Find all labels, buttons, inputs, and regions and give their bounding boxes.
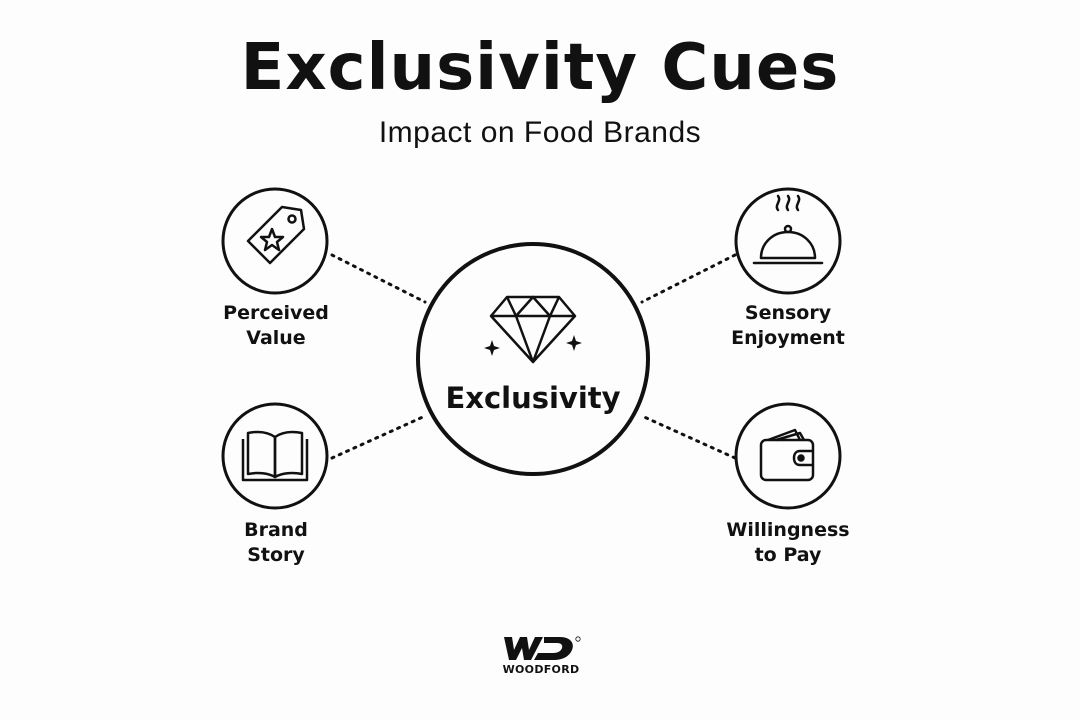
label-perceived-value: Perceived Value <box>223 302 329 349</box>
perceived-value-node <box>221 187 329 295</box>
logo-text: WOODFORD <box>502 663 580 676</box>
diagram-title: Exclusivity Cues <box>240 31 840 105</box>
wallet-icon <box>759 428 815 482</box>
label-brand-story: Brand Story <box>244 519 308 566</box>
sparkle-icon <box>484 335 582 356</box>
price-tag-star-icon <box>246 205 306 265</box>
connector-perceived-value <box>330 253 427 304</box>
connector-sensory-enjoyment <box>640 253 737 304</box>
woodford-logo: WOODFORD <box>498 634 584 678</box>
cloche-icon <box>752 194 824 265</box>
center-label: Exclusivity <box>445 381 621 415</box>
diamond-icon <box>489 295 577 364</box>
label-willingness-to-pay: Willingness to Pay <box>726 519 850 566</box>
wd-logo-mark <box>504 636 581 660</box>
connector-brand-story <box>330 414 427 460</box>
willingness-to-pay-node <box>734 402 842 510</box>
label-sensory-enjoyment: Sensory Enjoyment <box>731 302 845 349</box>
open-book-icon <box>241 430 309 482</box>
diagram-subtitle: Impact on Food Brands <box>378 116 702 149</box>
connector-willingness-to-pay <box>640 414 737 460</box>
sensory-enjoyment-node <box>734 187 842 295</box>
